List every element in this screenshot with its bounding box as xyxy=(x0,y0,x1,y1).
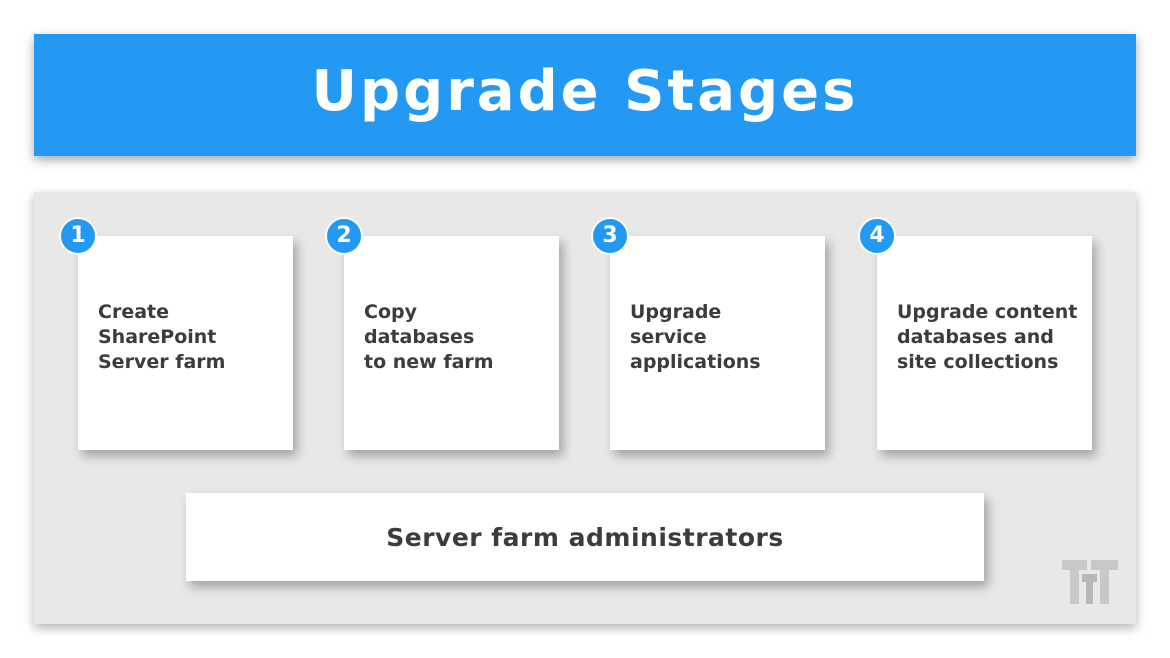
administrators-label: Server farm administrators xyxy=(386,522,784,552)
stage-label: Create SharePoint Server farm xyxy=(98,301,226,373)
stage-number-badge: 4 xyxy=(858,217,896,255)
stage-label: Copy databases to new farm xyxy=(364,301,494,373)
stage-card-2: Copy databases to new farm xyxy=(344,236,559,450)
stage-number-badge: 1 xyxy=(59,217,97,255)
stage-label: Upgrade service applications xyxy=(630,301,761,373)
stage-number-badge: 2 xyxy=(325,217,363,255)
administrators-bar: Server farm administrators xyxy=(186,493,984,581)
stage-card-1: Create SharePoint Server farm xyxy=(78,236,293,450)
tt-logo-icon xyxy=(1062,560,1118,604)
stage-number-badge: 3 xyxy=(591,217,629,255)
stage-card-4: Upgrade content databases and site colle… xyxy=(877,236,1092,450)
title-banner: Upgrade Stages xyxy=(34,34,1136,156)
stage-card-3: Upgrade service applications xyxy=(610,236,825,450)
stage-label: Upgrade content databases and site colle… xyxy=(897,301,1078,373)
page-title: Upgrade Stages xyxy=(311,59,859,124)
